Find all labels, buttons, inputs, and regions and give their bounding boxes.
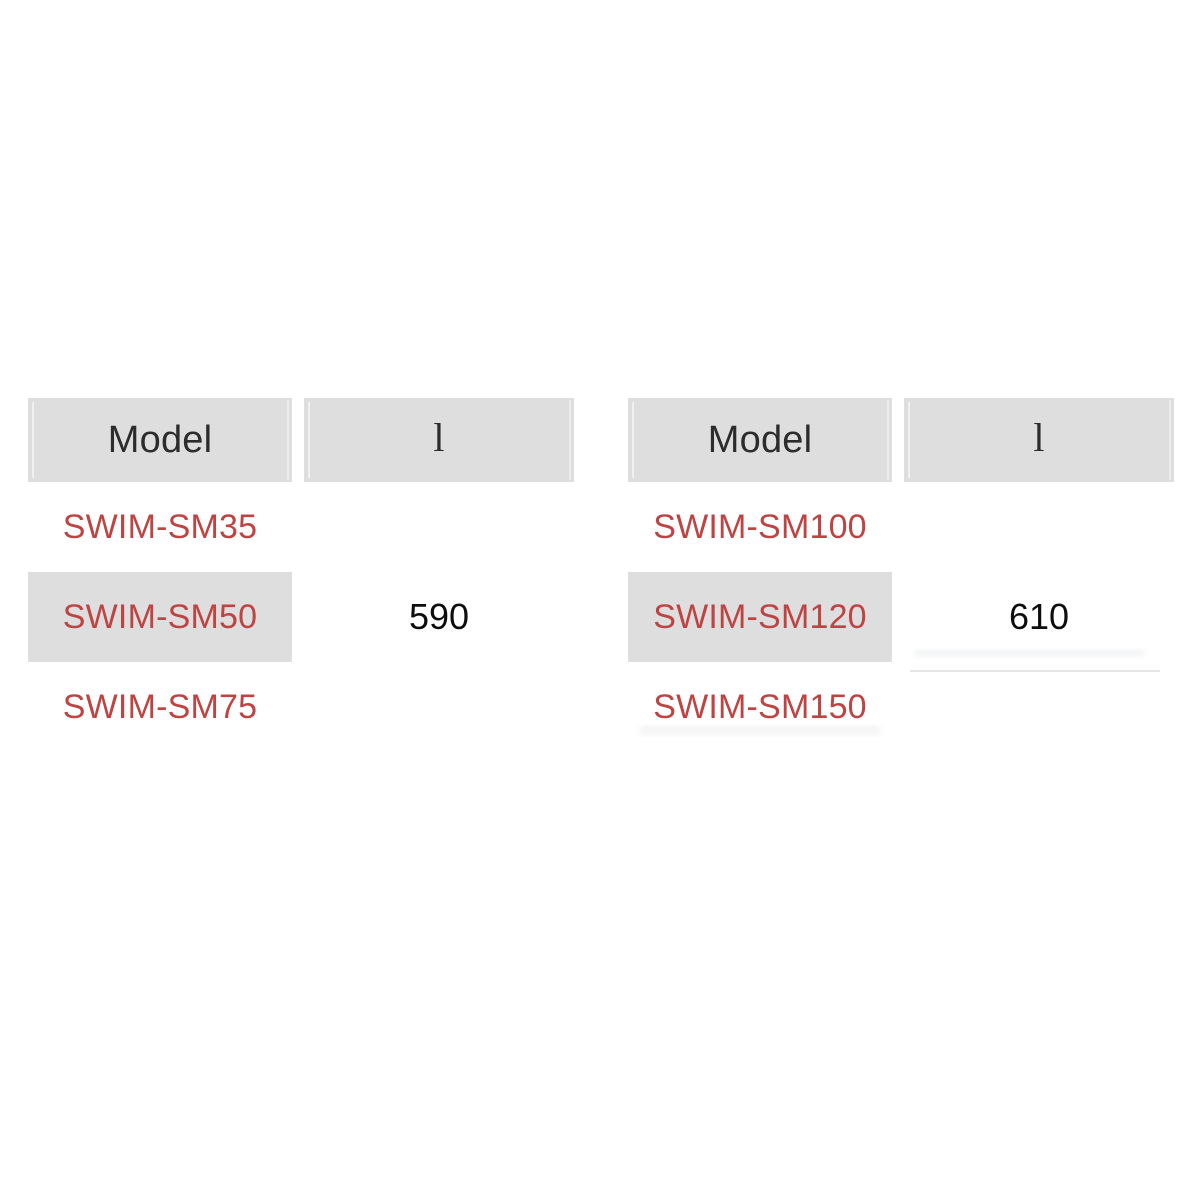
column-header-length: l xyxy=(904,398,1174,482)
table-header-row: Model l xyxy=(28,398,574,482)
column-header-length-label: l xyxy=(1033,415,1045,460)
column-header-length: l xyxy=(304,398,574,482)
cell-model[interactable]: SWIM-SM120 xyxy=(628,572,892,662)
table-row-selected[interactable]: SWIM-SM50 590 xyxy=(28,572,568,662)
table-header-row: Model l xyxy=(628,398,1174,482)
cell-length[interactable] xyxy=(304,662,574,752)
table-row[interactable]: SWIM-SM75 xyxy=(28,662,568,752)
cell-model[interactable]: SWIM-SM75 xyxy=(62,687,258,726)
cell-model[interactable]: SWIM-SM35 xyxy=(62,507,258,546)
table-body: SWIM-SM35 SWIM-SM50 590 SWIM-SM75 xyxy=(28,482,568,752)
column-header-model: Model xyxy=(628,398,892,482)
table-row[interactable]: SWIM-SM150 xyxy=(628,662,1168,752)
spec-table-right: Model l SWIM-SM100 SWIM-SM120 610 SWIM-S… xyxy=(628,398,1174,735)
table-row[interactable]: SWIM-SM100 xyxy=(628,482,1168,572)
spec-table-left: Model l SWIM-SM35 SWIM-SM50 590 SWIM-SM7… xyxy=(28,398,574,728)
column-header-model: Model xyxy=(28,398,292,482)
cell-length[interactable] xyxy=(304,482,574,572)
cell-length[interactable] xyxy=(904,662,1174,752)
table-row-selected[interactable]: SWIM-SM120 610 xyxy=(628,572,1168,662)
cell-length[interactable] xyxy=(904,482,1174,572)
table-body: SWIM-SM100 SWIM-SM120 610 SWIM-SM150 xyxy=(628,482,1168,752)
cell-model[interactable]: SWIM-SM50 xyxy=(28,572,292,662)
cell-model[interactable]: SWIM-SM100 xyxy=(653,507,867,546)
cell-length[interactable]: 610 xyxy=(1008,596,1070,637)
column-header-length-label: l xyxy=(433,415,445,460)
table-row[interactable]: SWIM-SM35 xyxy=(28,482,568,572)
cell-model[interactable]: SWIM-SM150 xyxy=(653,687,867,726)
cell-length[interactable]: 590 xyxy=(408,596,470,637)
